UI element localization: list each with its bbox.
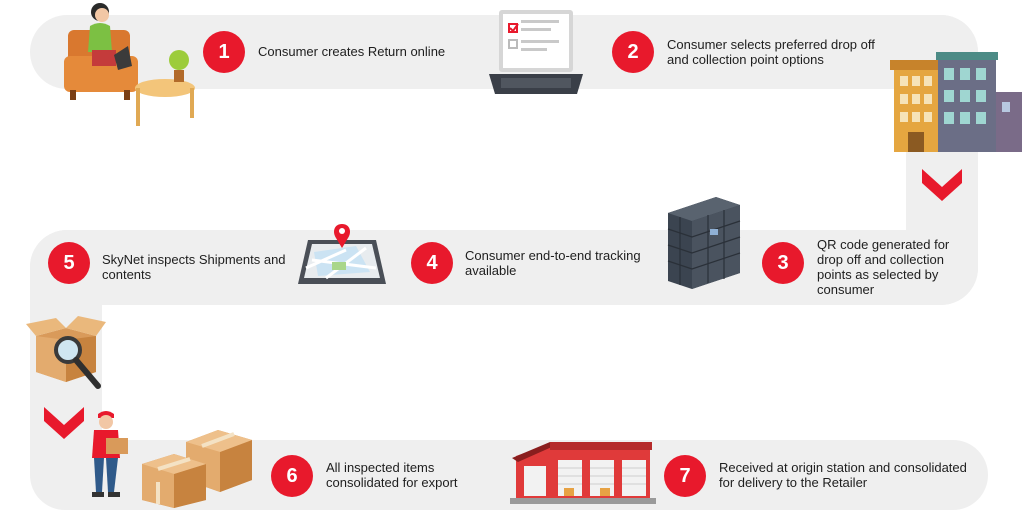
warehouse-icon <box>510 442 656 504</box>
city-building-icon <box>890 52 1022 152</box>
stacked-boxes-icon <box>142 430 252 508</box>
step-description: All inspected items consolidated for exp… <box>326 460 458 490</box>
tablet-map-icon <box>298 224 386 284</box>
step-number: 4 <box>411 242 453 284</box>
chevron-down-icon <box>922 169 962 201</box>
chevron-down-icon <box>44 407 84 439</box>
box-inspection-icon <box>26 316 106 389</box>
step-description: Consumer end-to-end tracking available <box>465 248 641 278</box>
step-description: QR code generated for drop off and colle… <box>817 237 950 297</box>
courier-icon <box>92 411 128 497</box>
step-number: 3 <box>762 242 804 284</box>
step-description: Received at origin station and consolida… <box>719 460 967 490</box>
step-number: 5 <box>48 242 90 284</box>
step-description: Consumer selects preferred drop off and … <box>667 37 875 67</box>
step-number: 7 <box>664 455 706 497</box>
step-number: 6 <box>271 455 313 497</box>
consumer-at-desk-icon <box>64 3 195 126</box>
laptop-form-icon <box>489 10 583 94</box>
step-description: SkyNet inspects Shipments and contents <box>102 252 286 282</box>
step-number: 2 <box>612 31 654 73</box>
step-description: Consumer creates Return online <box>258 44 446 59</box>
track-row-2 <box>30 230 978 305</box>
parcel-locker-icon <box>667 197 741 289</box>
step-number: 1 <box>203 31 245 73</box>
